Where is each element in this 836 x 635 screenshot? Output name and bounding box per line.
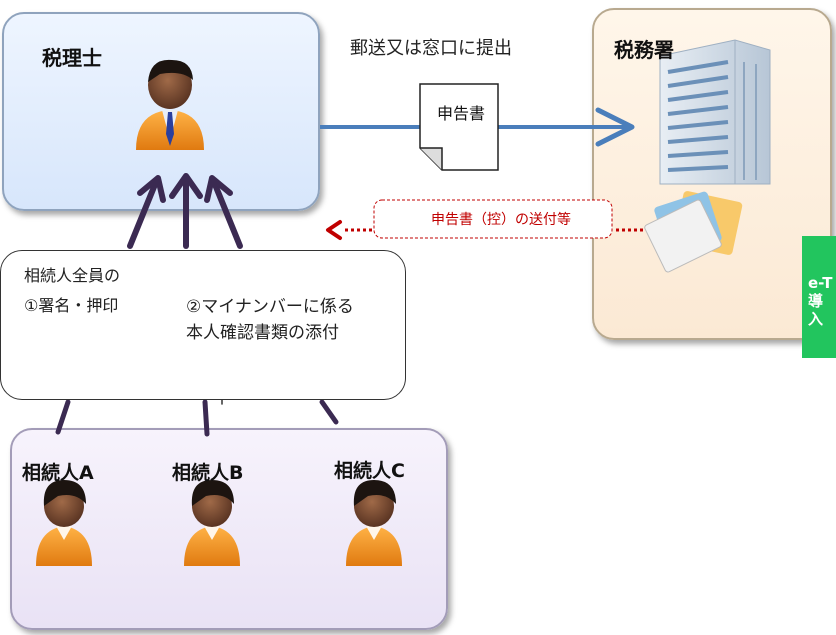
etax-tab-line1: e-T — [808, 274, 833, 292]
requirement-id-line1: ②マイナンバーに係る — [186, 297, 354, 317]
requirements-heading: 相続人全員の — [24, 266, 121, 285]
tax-office-title: 税務署 — [614, 38, 674, 62]
heir-c-label: 相続人C — [334, 460, 405, 482]
up-arrows — [127, 173, 243, 249]
tax-office-building-icon — [659, 39, 771, 185]
tax-accountant-title: 税理士 — [42, 46, 102, 70]
requirement-id-line2: 本人確認書類の添付 — [186, 323, 339, 343]
requirements-box — [0, 250, 406, 400]
document-label: 申告書 — [436, 104, 485, 123]
tax-accountant-person-icon — [136, 59, 204, 150]
etax-tab[interactable]: e-T 導入 — [802, 236, 836, 358]
return-label: 申告書（控）の送付等 — [431, 212, 571, 228]
heir-b-person-icon — [184, 480, 240, 566]
requirement-signature: ①署名・押印 — [24, 296, 119, 315]
document-icon — [419, 83, 499, 171]
etax-tab-line2: 導入 — [808, 292, 824, 328]
heir-c-person-icon — [346, 480, 402, 566]
heir-a-person-icon — [36, 480, 92, 566]
heir-b-label: 相続人B — [172, 462, 244, 484]
envelopes-icon — [644, 191, 743, 273]
submission-label: 郵送又は窓口に提出 — [350, 38, 512, 59]
heir-a-label: 相続人A — [22, 462, 94, 484]
